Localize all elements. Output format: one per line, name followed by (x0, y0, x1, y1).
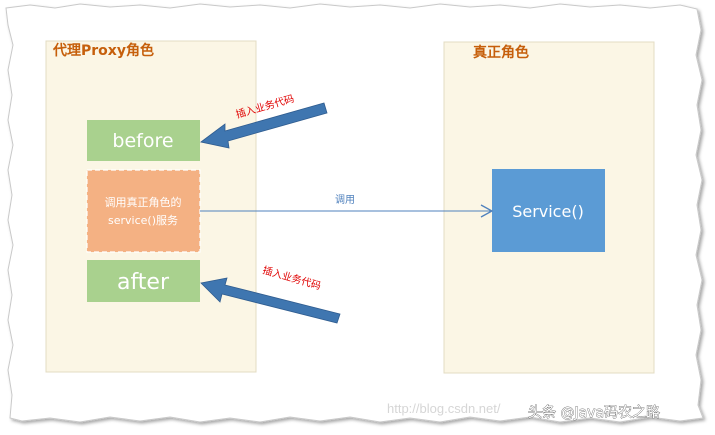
service-label: Service() (512, 202, 584, 221)
faint-url-watermark: http://blog.csdn.net/ (387, 401, 501, 416)
real-role-title: 真正角色 (473, 44, 529, 61)
proxy-role-title: 代理Proxy角色 (52, 42, 154, 59)
call-service-label-line1: 调用真正角色的 (105, 195, 182, 209)
call-service-label-line2: service()服务 (108, 214, 178, 227)
after-box (87, 260, 200, 302)
before-box (87, 120, 200, 161)
before-label: before (112, 130, 173, 152)
after-label: after (117, 270, 170, 295)
call-service-box (86, 169, 201, 253)
insert-arrow-top (200, 102, 328, 149)
call-connector-label: 调用 (335, 194, 355, 206)
insert-arrow-bottom (200, 277, 341, 324)
toutiao-watermark: 头条 @Java码农之路 (528, 404, 660, 421)
service-box (492, 169, 605, 252)
